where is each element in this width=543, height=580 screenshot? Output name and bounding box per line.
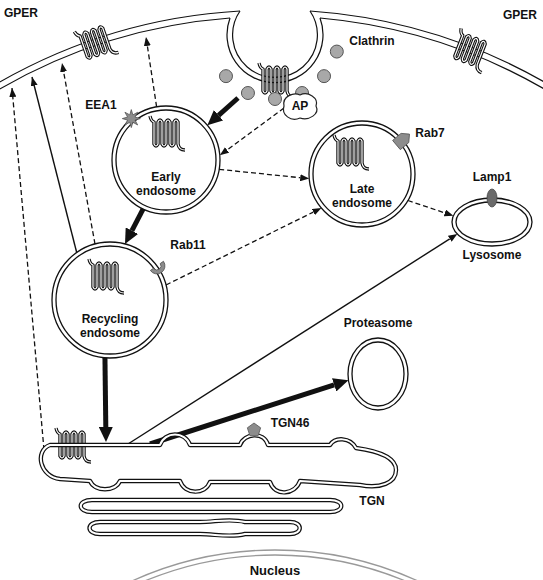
golgi-cisterna <box>41 435 396 493</box>
gper-receptor <box>449 28 494 72</box>
protein-label: AP <box>292 99 309 113</box>
endosome-membrane <box>52 242 168 358</box>
gper-receptor <box>259 63 294 97</box>
degradation-arrow <box>128 239 450 444</box>
node-shape <box>309 121 415 227</box>
node-shape <box>219 45 343 119</box>
nucleus: Nucleus <box>120 546 430 580</box>
protein-label: GPER <box>4 6 38 20</box>
trafficking-arrow <box>408 201 445 213</box>
recycling-arrow <box>32 77 77 253</box>
clathrin-coat <box>219 70 232 83</box>
trafficking-arrow <box>166 212 313 285</box>
eea1-marker <box>122 110 140 128</box>
node-shape <box>348 338 408 410</box>
proteasome-outline <box>352 342 404 406</box>
golgi-cisterna <box>81 500 342 512</box>
golgi-cisterna <box>90 520 300 536</box>
node-outline <box>33 414 400 544</box>
node-shape <box>112 106 220 214</box>
proteasome-outline <box>348 338 408 410</box>
tgn46-marker <box>247 423 260 436</box>
node-shape <box>452 189 532 246</box>
node-outline <box>82 94 224 218</box>
gper-receptor <box>74 20 118 64</box>
lysosome: Lamp1Lysosome <box>450 168 534 264</box>
compartment-label: Recycling endosome <box>77 312 143 340</box>
clathrin-coat <box>330 45 343 58</box>
gper-receptor <box>89 259 124 293</box>
node-shape <box>52 242 168 358</box>
compartment-label: Lysosome <box>463 248 522 262</box>
node-shape <box>124 550 427 580</box>
adaptor-protein <box>283 94 316 119</box>
compartment-label: Late endosome <box>329 182 395 210</box>
recycling-arrow <box>146 37 157 107</box>
clathrin-coat <box>318 70 331 83</box>
nuclear-envelope <box>135 555 414 580</box>
membrane-line <box>0 18 230 90</box>
golgi-cisterna <box>41 435 396 493</box>
clathrin-coat <box>241 87 254 100</box>
lysosome-membrane <box>456 202 528 242</box>
lamp1-marker <box>487 189 497 207</box>
trafficking-arrow <box>219 169 300 177</box>
trans-golgi-network: TGN46TGN <box>33 414 400 544</box>
endosome-membrane <box>309 121 415 227</box>
compartment-label: Nucleus <box>250 563 301 578</box>
marker-label: TGN46 <box>271 416 310 430</box>
node-outline <box>52 236 208 360</box>
membrane-line <box>0 11 240 83</box>
protein-label: GPER <box>503 8 537 22</box>
protein-label: Clathrin <box>349 34 394 48</box>
marker-label: EEA1 <box>85 98 116 112</box>
trafficking-arrow <box>132 209 143 231</box>
rab7-marker <box>393 130 414 150</box>
compartment-label: Proteasome <box>344 316 413 330</box>
recycling-endosome: Rab11Recycling endosome <box>52 236 208 360</box>
golgi-cisterna <box>81 500 342 512</box>
clathrin-coat <box>269 93 282 106</box>
marker-label: Lamp1 <box>473 170 512 184</box>
endosome-membrane <box>116 110 216 210</box>
golgi-cisterna <box>90 520 300 536</box>
trafficking-arrow <box>102 358 108 427</box>
late-endosome: Rab7Late endosome <box>306 119 448 229</box>
rab11-marker <box>150 261 168 277</box>
compartment-label: Early endosome <box>133 170 199 198</box>
proteasome: Proteasome <box>340 314 416 412</box>
gper-receptor <box>334 135 369 169</box>
marker-label: Rab7 <box>415 126 444 140</box>
marker-label: Rab11 <box>170 238 205 252</box>
membrane-line <box>320 18 543 90</box>
recycling-arrow <box>12 88 44 450</box>
recycling-arrow <box>62 63 95 244</box>
gper-receptor <box>150 116 185 150</box>
endosome-membrane <box>56 246 164 354</box>
endocytosis-arrow <box>227 108 284 150</box>
endocytosis-arrow <box>219 98 238 115</box>
nuclear-envelope <box>124 550 427 580</box>
early-endosome: EEA1Early endosome <box>82 94 224 218</box>
compartment-label: TGN <box>359 494 384 508</box>
endosome-membrane <box>112 106 220 214</box>
coated-pit: ClathrinAP <box>226 30 402 118</box>
node-shape <box>41 423 396 536</box>
